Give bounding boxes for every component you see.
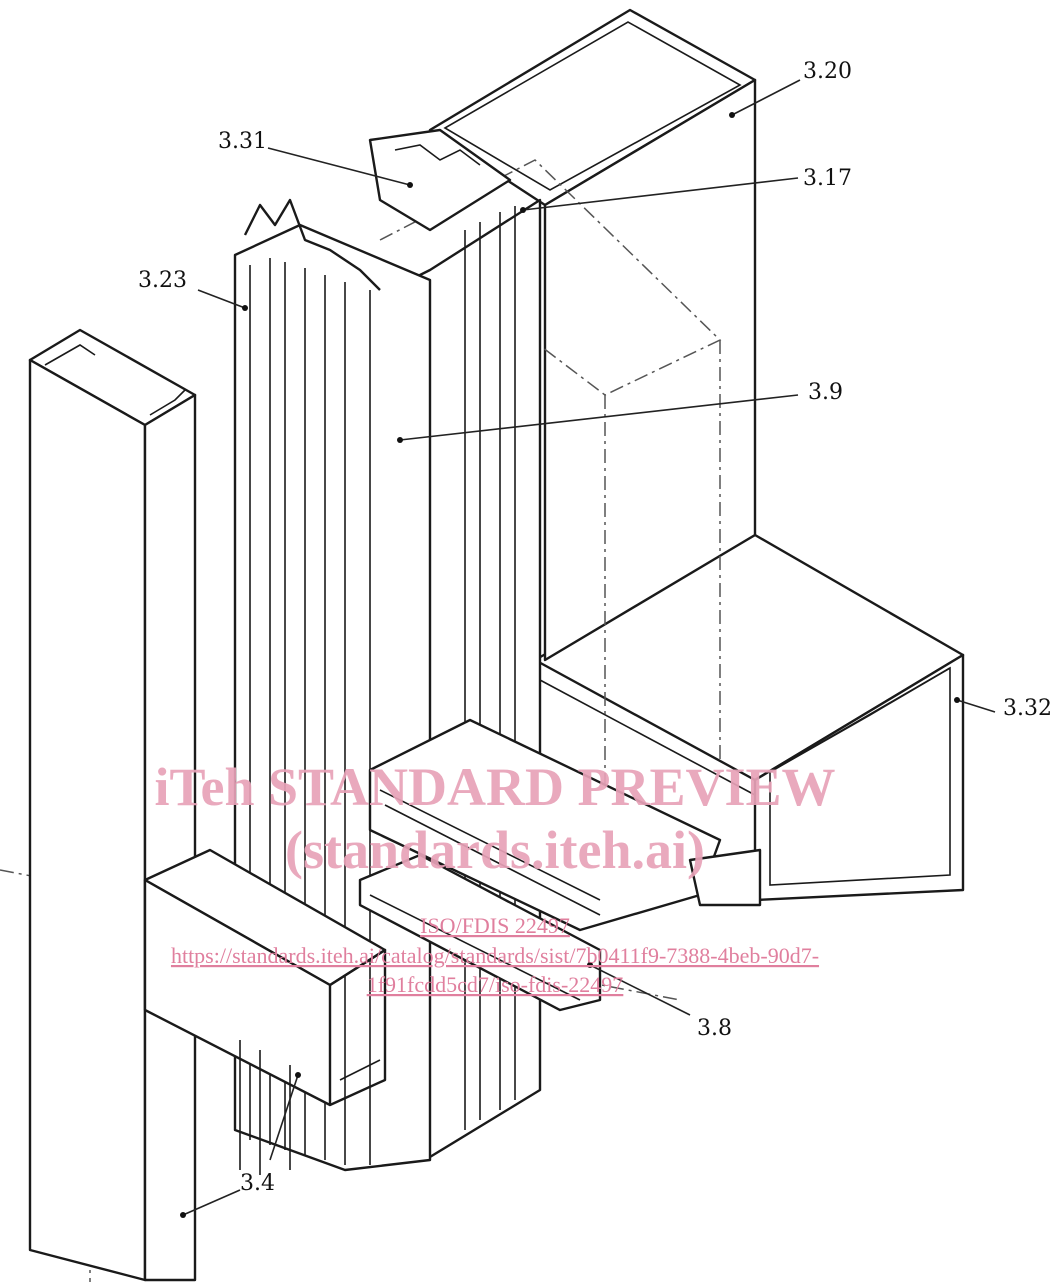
watermark-title: iTeh STANDARD PREVIEW (154, 757, 835, 817)
snap-cap (28, 328, 197, 1282)
label-3-20: 3.20 (803, 59, 852, 84)
label-3-23: 3.23 (138, 268, 187, 293)
watermark-doc: ISO/FDIS 22497 (420, 913, 570, 938)
connector-clip (143, 848, 387, 1175)
label-3-4: 3.4 (240, 1171, 275, 1196)
label-3-9: 3.9 (808, 380, 843, 405)
watermark: iTeh STANDARD PREVIEW (standards.iteh.ai… (154, 757, 835, 997)
transom-gasket (358, 718, 762, 1012)
label-3-17: 3.17 (803, 166, 852, 191)
watermark-url-line-1: https://standards.iteh.ai/catalog/standa… (171, 943, 819, 968)
watermark-url-line-2: 1f91fcdd5cd7/iso-fdis-22497 (367, 972, 624, 997)
watermark-site: (standards.iteh.ai) (285, 820, 705, 880)
leader-lines (180, 79, 996, 1218)
mullion-profile (428, 8, 757, 662)
label-3-8: 3.8 (697, 1016, 732, 1041)
label-3-32: 3.32 (1003, 696, 1052, 721)
label-3-31: 3.31 (218, 129, 267, 154)
